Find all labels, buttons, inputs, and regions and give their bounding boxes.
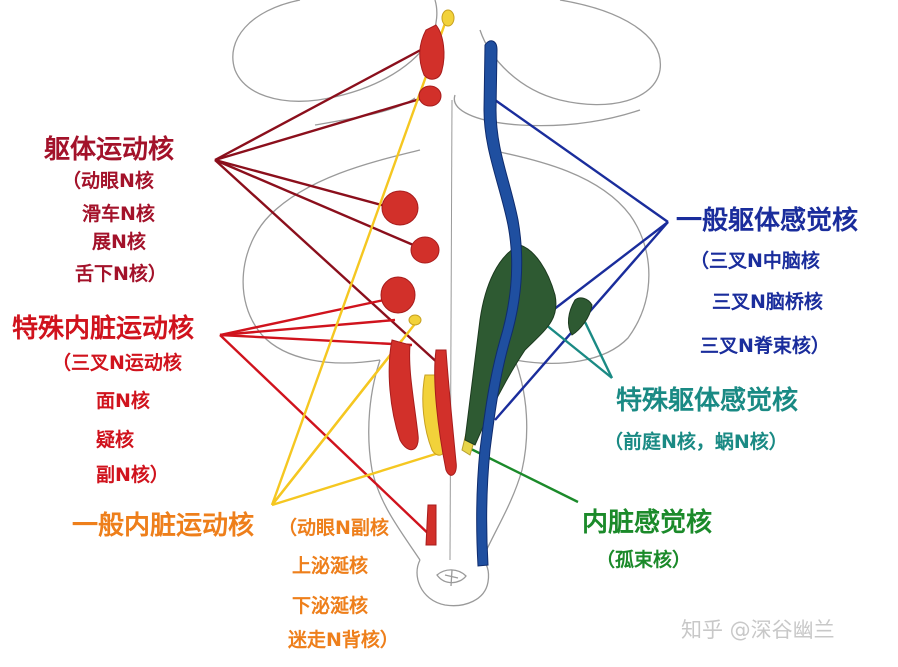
edinger-westphal-nucleus [441, 9, 455, 27]
abducens-nucleus [410, 236, 440, 264]
watermark: 知乎 @深谷幽兰 [681, 618, 835, 642]
vestibular-cochlear-nuclei [464, 244, 557, 446]
special-somatic-sensory-lines [539, 319, 614, 379]
salivatory-nucleus [408, 314, 422, 326]
visceral-sensory-item-solitary: （孤束核） [596, 549, 692, 571]
general-visceral-motor-item-inferior-salivatory: 下泌涎核 [292, 595, 369, 617]
nucleus-ambiguus [388, 339, 419, 450]
sensory-nuclei [461, 40, 593, 567]
somatic-motor-item-trochlear: 滑车N核 [82, 203, 155, 225]
connector-lines [214, 14, 669, 541]
accessory-nucleus [425, 504, 437, 546]
trigeminal-sensory-column [476, 40, 523, 567]
special-visceral-motor-lines [219, 295, 436, 541]
special-visceral-motor-item-facial: 面N核 [96, 390, 150, 412]
somatic-motor-item-hypoglossal: 舌下N核） [75, 263, 167, 285]
motor-nuclei [380, 9, 457, 546]
special-visceral-motor-item-accessory: 副N核） [96, 464, 169, 486]
oculomotor-nucleus [419, 24, 445, 80]
somatic-motor-title: 躯体运动核 [44, 135, 175, 165]
general-somatic-sensory-item-pontine: 三叉N脑桥核 [712, 291, 823, 313]
visceral-sensory-title: 内脏感觉核 [582, 508, 713, 538]
brainstem-outline [232, 0, 661, 607]
general-visceral-motor-item-dorsal-vagal: 迷走N背核） [288, 629, 399, 651]
general-visceral-motor-item-superior-salivatory: 上泌涎核 [292, 555, 369, 577]
somatic-motor-lines [214, 43, 441, 366]
trochlear-nucleus [418, 85, 442, 107]
general-somatic-sensory-title: 一般躯体感觉核 [676, 206, 859, 236]
general-somatic-sensory-item-mesencephalic: （三叉N中脑核 [690, 250, 820, 272]
hypoglossal-nucleus [434, 349, 457, 476]
special-visceral-motor-item-trigeminal: （三叉N运动核 [52, 352, 182, 374]
special-visceral-motor-title: 特殊内脏运动核 [12, 314, 195, 344]
somatic-motor-item-abducens: 展N核 [92, 231, 146, 253]
general-visceral-motor-item-ew: （动眼N副核 [278, 517, 389, 539]
general-visceral-motor-title: 一般内脏运动核 [72, 511, 255, 541]
cochlear-nucleus [567, 297, 593, 336]
general-somatic-sensory-item-spinal: 三叉N脊束核） [700, 335, 830, 357]
somatic-motor-item-oculomotor: （动眼N核 [62, 170, 154, 192]
trigeminal-motor-nucleus [381, 190, 419, 226]
special-somatic-sensory-item-vestibular-cochlear: （前庭N核，蜗N核） [604, 431, 788, 453]
special-somatic-sensory-title: 特殊躯体感觉核 [616, 386, 799, 416]
special-visceral-motor-item-ambiguus: 疑核 [96, 429, 135, 451]
facial-nucleus [380, 276, 416, 314]
